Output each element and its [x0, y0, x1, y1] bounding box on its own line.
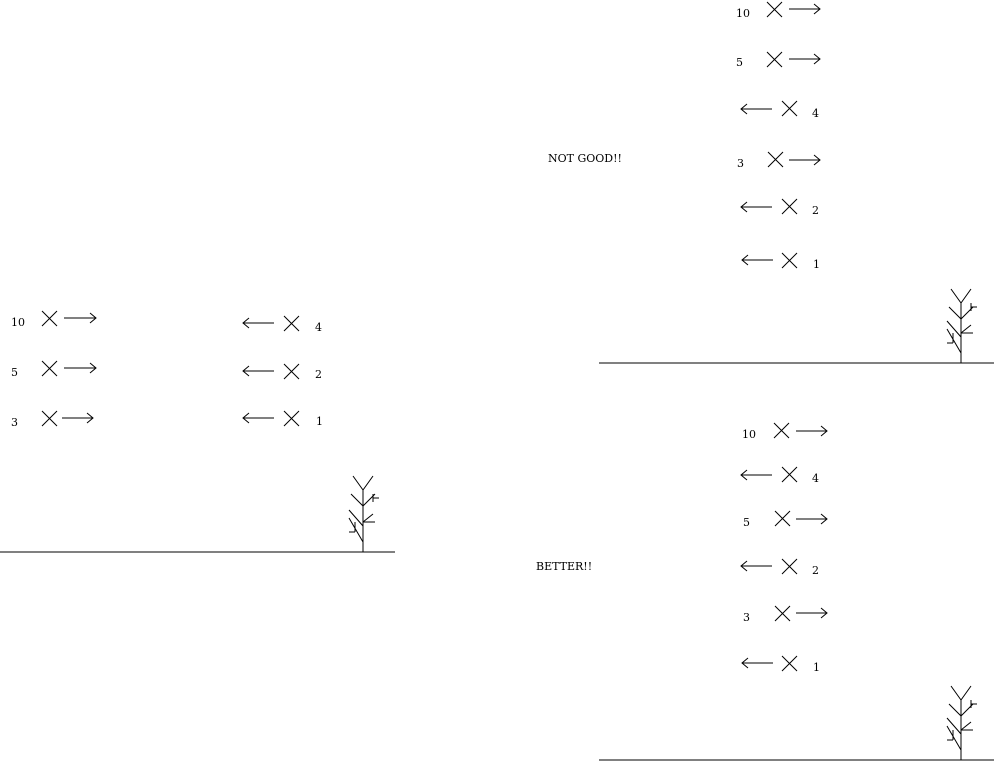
item-number: 4	[812, 472, 819, 485]
item-left-4: 2	[242, 363, 322, 381]
panel-left: 10 5 3 4 2 1	[0, 310, 395, 553]
arrow-left-icon	[242, 412, 274, 424]
cross-icon	[773, 422, 790, 439]
cross-icon	[41, 310, 58, 327]
item-row-1: 5	[736, 51, 821, 69]
item-row-5: 1	[741, 252, 820, 271]
item-number: 10	[11, 316, 25, 329]
arrow-left-icon	[740, 201, 772, 213]
cross-icon	[781, 100, 798, 117]
item-number: 2	[315, 368, 322, 381]
cross-icon	[766, 1, 783, 18]
item-number: 5	[11, 366, 18, 379]
item-number: 4	[812, 107, 819, 120]
item-number: 2	[812, 204, 819, 217]
cross-icon	[774, 605, 791, 622]
arrow-right-icon	[789, 53, 821, 65]
cross-icon	[781, 655, 798, 672]
arrow-left-icon	[741, 254, 773, 266]
tree-icon	[946, 288, 977, 363]
arrow-right-icon	[64, 362, 97, 374]
arrow-left-icon	[741, 657, 773, 669]
item-number: 2	[812, 564, 819, 577]
item-number: 3	[743, 611, 750, 624]
arrow-right-icon	[796, 513, 828, 525]
item-row-2: 5	[743, 510, 828, 529]
item-number: 1	[813, 258, 820, 271]
item-row-5: 1	[741, 655, 820, 674]
item-number: 5	[743, 516, 750, 529]
item-number: 5	[736, 56, 743, 69]
item-left-3: 4	[242, 315, 322, 334]
cross-icon	[41, 410, 58, 427]
panel-caption: BETTER!!	[536, 560, 592, 573]
arrow-right-icon	[64, 312, 97, 324]
tree-icon	[348, 475, 379, 552]
item-number: 1	[316, 415, 323, 428]
cross-icon	[781, 252, 798, 269]
item-row-0: 10	[742, 422, 828, 441]
arrow-right-icon	[789, 3, 821, 15]
panel-top-right: NOT GOOD!! 10 5 4 3 2	[548, 1, 994, 364]
item-number: 4	[315, 321, 322, 334]
item-row-2: 4	[740, 100, 819, 120]
item-row-4: 3	[743, 605, 828, 624]
arrow-left-icon	[740, 560, 772, 572]
item-left-5: 1	[242, 410, 323, 428]
item-number: 10	[742, 428, 756, 441]
arrow-right-icon	[789, 154, 821, 166]
cross-icon	[781, 558, 798, 575]
arrow-left-icon	[242, 365, 274, 377]
arrow-right-icon	[62, 412, 94, 424]
arrow-left-icon	[242, 317, 274, 329]
item-row-1: 4	[740, 466, 819, 485]
cross-icon	[283, 315, 300, 332]
arrow-left-icon	[740, 103, 772, 115]
cross-icon	[41, 360, 58, 377]
item-row-0: 10	[736, 1, 821, 20]
item-number: 1	[813, 661, 820, 674]
cross-icon	[283, 363, 300, 380]
item-number: 10	[736, 7, 750, 20]
panel-caption: NOT GOOD!!	[548, 152, 622, 165]
cross-icon	[781, 198, 798, 215]
item-row-3: 3	[737, 151, 821, 170]
arrow-right-icon	[796, 607, 828, 619]
arrow-left-icon	[740, 469, 772, 481]
cross-icon	[766, 51, 783, 68]
cross-icon	[283, 410, 300, 427]
arrow-right-icon	[796, 425, 828, 437]
item-number: 3	[11, 416, 18, 429]
item-row-4: 2	[740, 198, 819, 217]
item-number: 3	[737, 157, 744, 170]
cross-icon	[781, 466, 798, 483]
item-right-0: 10	[11, 310, 97, 329]
item-right-2: 3	[11, 410, 94, 429]
cross-icon	[767, 151, 784, 168]
item-row-3: 2	[740, 558, 819, 577]
tree-icon	[946, 685, 977, 760]
item-right-1: 5	[11, 360, 97, 379]
panel-bottom-right: BETTER!! 10 4 5 2 3	[536, 422, 994, 761]
cross-icon	[774, 510, 791, 527]
